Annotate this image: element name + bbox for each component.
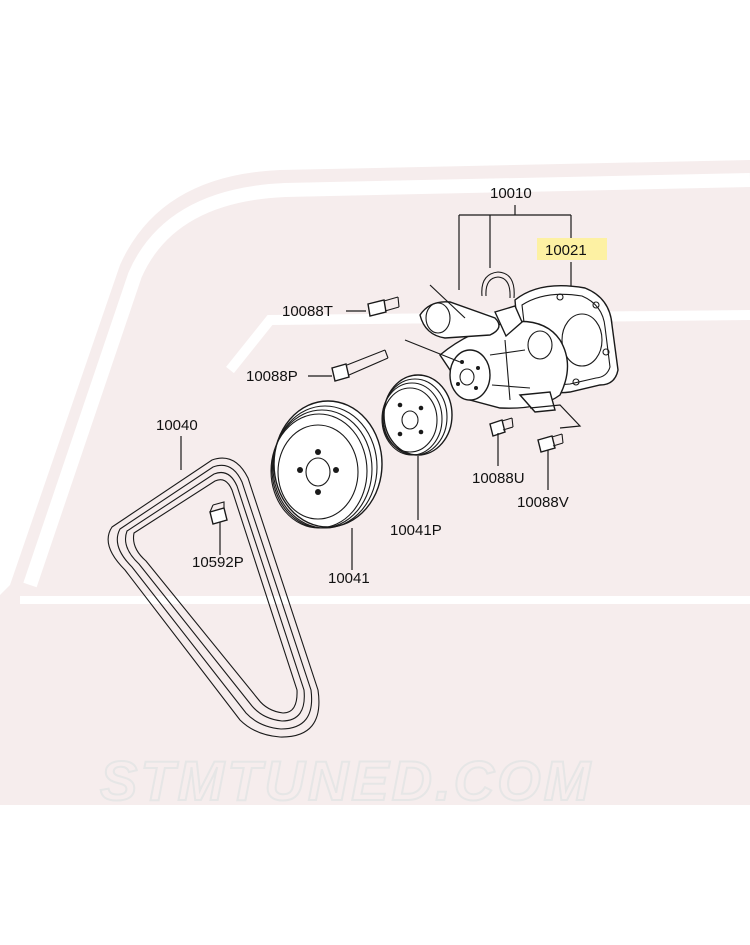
label-10040[interactable]: 10040: [156, 417, 198, 434]
bolt-10088u[interactable]: [489, 417, 514, 437]
label-10041p[interactable]: 10041P: [390, 522, 442, 539]
bolt-10088t[interactable]: [367, 296, 400, 317]
label-10592p[interactable]: 10592P: [192, 554, 244, 571]
watermark-text: STMTUNED.COM: [100, 749, 593, 812]
label-10088p[interactable]: 10088P: [246, 368, 298, 385]
bolt-10088p[interactable]: [331, 349, 389, 382]
crank-pulley[interactable]: [270, 400, 383, 529]
label-10041[interactable]: 10041: [328, 570, 370, 587]
leader-lines: [180, 205, 582, 570]
label-10088t[interactable]: 10088T: [282, 303, 333, 320]
label-10021[interactable]: 10021: [545, 242, 587, 259]
label-10010[interactable]: 10010: [490, 185, 532, 202]
label-10088v[interactable]: 10088V: [517, 494, 569, 511]
water-pump-assembly[interactable]: [419, 285, 619, 413]
label-10088u[interactable]: 10088U: [472, 470, 525, 487]
bolt-10592p[interactable]: [209, 501, 228, 525]
highlight-10021: [537, 238, 607, 260]
pump-pulley[interactable]: [381, 374, 453, 456]
drive-belt[interactable]: [107, 457, 320, 738]
o-ring-inner: [485, 276, 511, 299]
bolt-10088v[interactable]: [537, 433, 564, 453]
o-ring: [481, 271, 515, 299]
